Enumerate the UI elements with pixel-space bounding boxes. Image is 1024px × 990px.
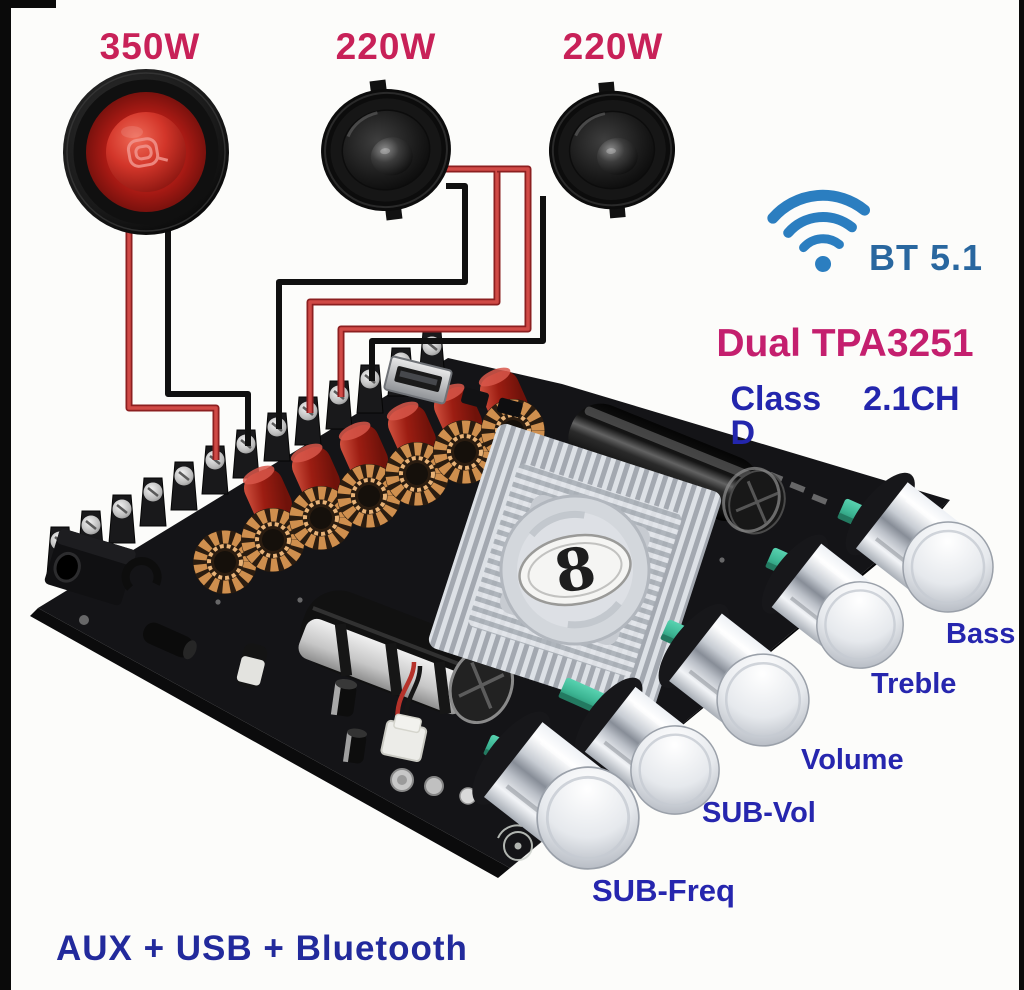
speaker3-power-label: 220W [562, 26, 664, 67]
photo-top-border [0, 0, 56, 8]
mid1-black-wire [276, 183, 468, 429]
jumper-connector [380, 661, 428, 763]
subwoofer-brand-logo [126, 137, 169, 168]
speaker1-power-label: 350W [99, 26, 201, 67]
speaker2-power-label: 220W [335, 26, 437, 67]
photo-right-border [1019, 0, 1024, 990]
subwoofer-red-wire [125, 232, 220, 460]
photo-left-border [0, 0, 11, 990]
channel-count-label: 2.1CH [863, 380, 960, 418]
amplifier-board: 8 [30, 330, 1014, 894]
silkscreen-speaker-logo [497, 824, 533, 861]
midrange-speaker-1 [321, 79, 451, 221]
small-inductor [142, 622, 197, 660]
treble-knob-label: Treble [871, 668, 957, 700]
small-capacitor-cluster [330, 678, 477, 805]
cable-clamp [121, 557, 162, 591]
heatsink: 8 [428, 423, 722, 717]
subwoofer-black-wire [165, 222, 251, 446]
class-channel-line: Class D 2.1CH [730, 382, 959, 450]
bass-knob-label: Bass [946, 618, 1016, 650]
amp-class-label: Class D [730, 380, 822, 452]
speaker-wiring [125, 165, 546, 460]
sub-freq-knob-label: SUB-Freq [592, 873, 735, 908]
midrange-speaker-2 [548, 81, 676, 219]
mid2-black-wire [369, 196, 546, 381]
volume-knob-label: Volume [801, 744, 904, 776]
bt-signal-icon [767, 189, 871, 272]
pcb-bottom-edge [30, 608, 510, 878]
small-capacitor-labeled [236, 643, 268, 689]
bluetooth-version-label: BT 5.1 [869, 237, 984, 278]
heatsink-badge: 8 [518, 533, 632, 607]
sub-vol-knob-label: SUB-Vol [702, 797, 816, 829]
dc-power-jack [44, 528, 136, 606]
subwoofer-speaker [63, 69, 229, 235]
chipset-label: Dual TPA3251 [716, 322, 974, 365]
usb-port [383, 355, 453, 405]
input-sources-label: AUX + USB + Bluetooth [56, 929, 468, 968]
edge-components [461, 387, 523, 418]
